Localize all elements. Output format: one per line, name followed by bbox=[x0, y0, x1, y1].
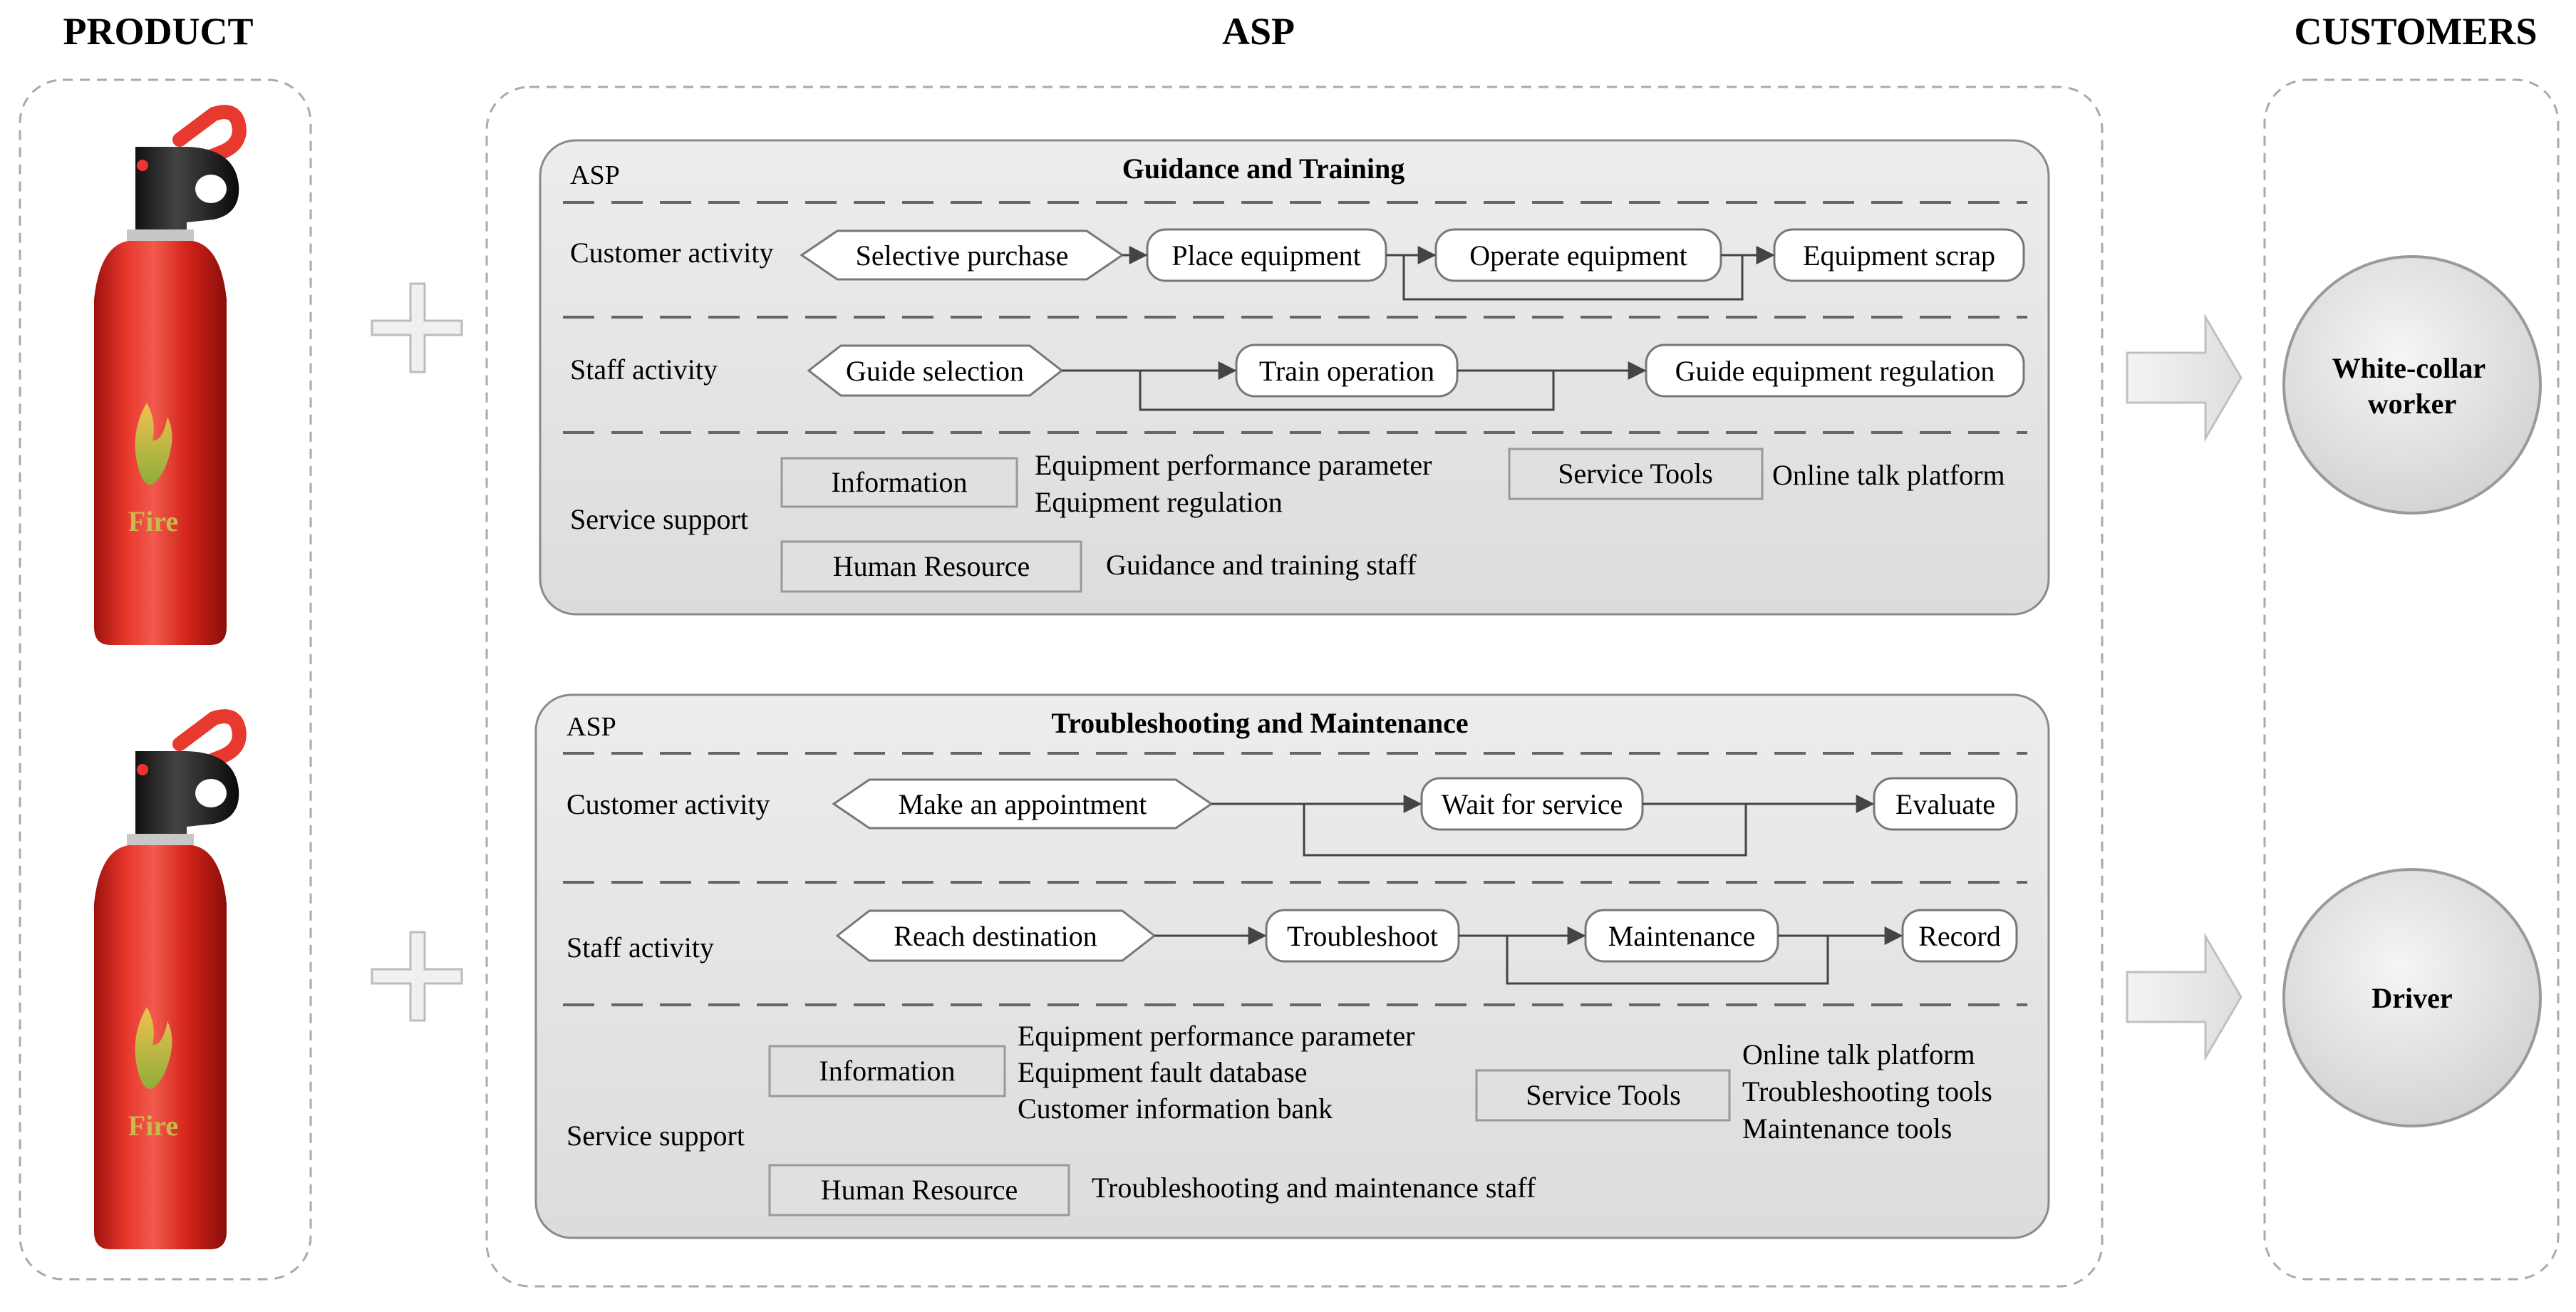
flow-step-label: Record bbox=[1918, 920, 2001, 952]
flow-step-label: Troubleshoot bbox=[1287, 920, 1438, 952]
customer-circle-white-collar bbox=[2282, 255, 2542, 515]
flow-arrow bbox=[1506, 936, 1829, 985]
info-item: Equipment regulation bbox=[1035, 486, 1283, 518]
info-item: Equipment performance parameter bbox=[1035, 449, 1432, 481]
panel-tag: ASP bbox=[567, 712, 616, 742]
customers-column-frame bbox=[2263, 78, 2560, 1281]
asp-column-frame bbox=[485, 86, 2104, 1288]
service-support-label: Service support bbox=[570, 503, 748, 535]
information-box-label: Information bbox=[819, 1055, 955, 1087]
panel-tag: ASP bbox=[570, 160, 620, 190]
hr-item: Troubleshooting and maintenance staff bbox=[1092, 1172, 1536, 1204]
panel-title: Guidance and Training bbox=[1122, 153, 1405, 185]
customer-label: White-collar worker bbox=[2332, 352, 2493, 420]
flow-step-label: Wait for service bbox=[1442, 788, 1623, 820]
flow-step-label: Guide selection bbox=[846, 355, 1024, 387]
panel-troubleshooting-maintenance: ASP Troubleshooting and Maintenance Cust… bbox=[534, 693, 2050, 1239]
flow-arrow bbox=[1139, 371, 1555, 411]
customer-label-line: worker bbox=[2368, 388, 2456, 420]
flow-step-label: Evaluate bbox=[1895, 788, 1995, 820]
fire-extinguisher-icon: Fire bbox=[94, 709, 247, 1249]
tools-item: Online talk platform bbox=[1742, 1038, 1975, 1070]
information-box-label: Information bbox=[831, 466, 967, 498]
information-box bbox=[780, 457, 1018, 508]
tools-item: Online talk platform bbox=[1772, 459, 2005, 491]
human-resource-box-label: Human Resource bbox=[821, 1174, 1018, 1206]
customer-label: Driver bbox=[2371, 982, 2452, 1014]
flow-step-label: Reach destination bbox=[894, 920, 1097, 952]
service-support-label: Service support bbox=[567, 1120, 745, 1152]
flow-step-label: Train operation bbox=[1259, 355, 1434, 387]
flow-arrow bbox=[1303, 804, 1747, 857]
human-resource-box-label: Human Resource bbox=[833, 550, 1030, 582]
service-tools-box-label: Service Tools bbox=[1558, 458, 1713, 490]
information-box bbox=[768, 1045, 1006, 1097]
fire-extinguisher-icon: Fire bbox=[94, 105, 247, 645]
info-item: Equipment fault database bbox=[1018, 1056, 1308, 1088]
service-tools-box bbox=[1508, 448, 1764, 500]
customer-label-line: White-collar bbox=[2332, 352, 2486, 384]
flow-step-label: Maintenance bbox=[1608, 920, 1756, 952]
extinguisher-logo-text: Fire bbox=[128, 505, 178, 537]
flow-step-label: Equipment scrap bbox=[1803, 239, 1995, 272]
panel-guidance-training: ASP Guidance and Training Customer activ… bbox=[539, 139, 2050, 616]
plus-icon bbox=[371, 282, 463, 373]
tools-item: Maintenance tools bbox=[1742, 1112, 1952, 1145]
product-header: PRODUCT bbox=[63, 10, 254, 53]
tools-item: Troubleshooting tools bbox=[1742, 1075, 1992, 1107]
service-tools-box-label: Service Tools bbox=[1526, 1079, 1681, 1111]
plus-icon bbox=[371, 931, 463, 1022]
customer-activity-label: Customer activity bbox=[567, 788, 770, 820]
flow-step-label: Guide equipment regulation bbox=[1675, 355, 1995, 387]
service-tools-box bbox=[1475, 1069, 1731, 1122]
info-item: Equipment performance parameter bbox=[1018, 1020, 1415, 1052]
flow-step-label: Selective purchase bbox=[856, 239, 1069, 272]
customer-activity-label: Customer activity bbox=[570, 237, 774, 269]
customer-circle-driver bbox=[2282, 868, 2542, 1127]
flow-step-label: Place equipment bbox=[1171, 239, 1360, 272]
customers-header: CUSTOMERS bbox=[2294, 10, 2537, 53]
panel-title: Troubleshooting and Maintenance bbox=[1051, 707, 1468, 739]
product-column-frame bbox=[19, 78, 312, 1281]
panel-background bbox=[534, 693, 2050, 1239]
right-arrow-icon bbox=[2126, 313, 2243, 443]
flow-step-label: Operate equipment bbox=[1469, 239, 1687, 272]
staff-activity-label: Staff activity bbox=[567, 931, 714, 964]
right-arrow-icon bbox=[2126, 932, 2243, 1062]
flow-step-label: Make an appointment bbox=[899, 788, 1147, 820]
hr-item: Guidance and training staff bbox=[1106, 549, 1417, 581]
extinguisher-logo-text: Fire bbox=[128, 1110, 178, 1142]
info-item: Customer information bank bbox=[1018, 1093, 1333, 1125]
staff-activity-label: Staff activity bbox=[570, 353, 718, 386]
human-resource-box bbox=[780, 540, 1082, 593]
human-resource-box bbox=[768, 1164, 1070, 1217]
asp-header: ASP bbox=[1222, 10, 1295, 53]
